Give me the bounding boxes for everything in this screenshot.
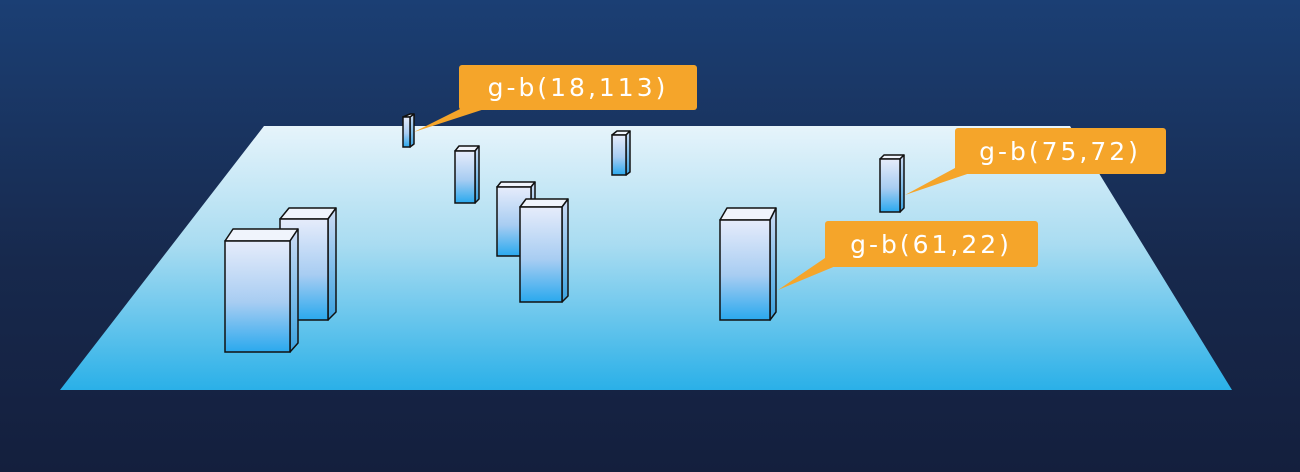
box-8 — [719, 207, 777, 321]
box-1 — [402, 113, 415, 148]
callout-3: g-b(61,22) — [778, 221, 1038, 290]
box-6 — [519, 198, 569, 303]
callout-1-label: g-b(18,113) — [488, 73, 669, 102]
box-2 — [611, 130, 631, 176]
platform — [60, 126, 1232, 390]
callout-2-label: g-b(75,72) — [979, 137, 1141, 166]
box-9 — [224, 228, 299, 353]
callout-1: g-b(18,113) — [414, 65, 697, 132]
box-3 — [454, 145, 480, 204]
box-4 — [879, 154, 905, 213]
callout-2: g-b(75,72) — [905, 128, 1166, 195]
callout-3-label: g-b(61,22) — [850, 230, 1012, 259]
